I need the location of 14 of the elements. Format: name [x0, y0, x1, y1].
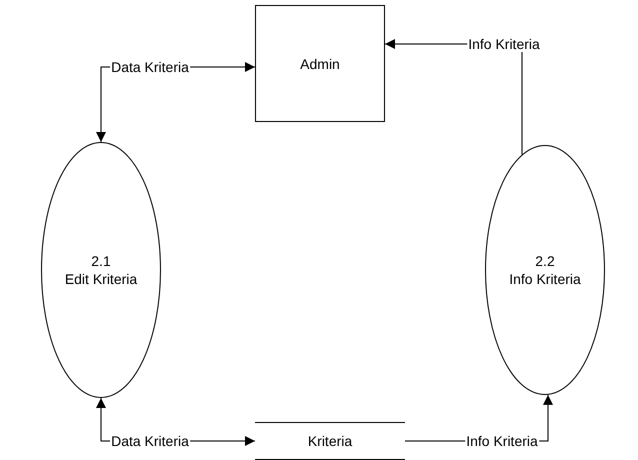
- node-label: Info Kriteria: [509, 270, 581, 288]
- node-label: Admin: [300, 54, 340, 72]
- external-entity-box: [255, 5, 385, 122]
- edge-label: Info Kriteria: [465, 433, 539, 449]
- process-number: 2.1: [91, 252, 111, 270]
- edge-label: Info Kriteria: [467, 36, 541, 52]
- process-number: 2.2: [535, 252, 555, 270]
- node-label: Edit Kriteria: [64, 270, 138, 288]
- edge-label: Data Kriteria: [110, 433, 190, 449]
- process-circle: [485, 145, 605, 395]
- process-circle: [41, 142, 161, 398]
- data-store: [255, 422, 405, 460]
- edge-label: Data Kriteria: [110, 59, 190, 75]
- node-label: Kriteria: [308, 432, 352, 450]
